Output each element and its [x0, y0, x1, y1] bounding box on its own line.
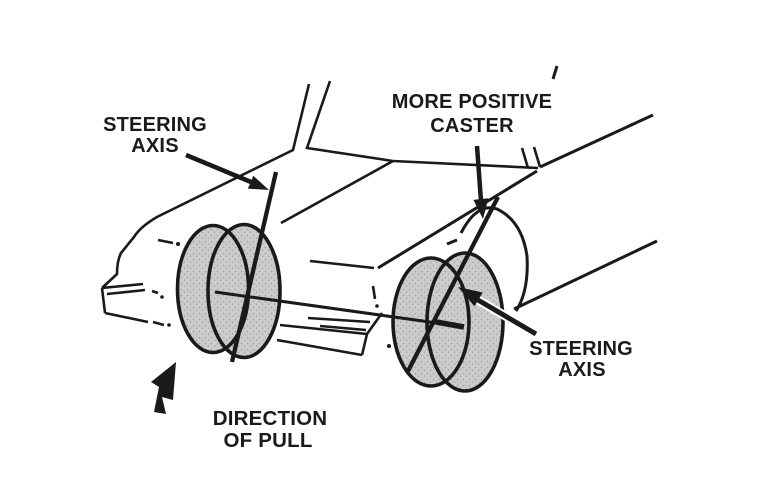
direction-of-pull-label-line1: DIRECTION [213, 407, 328, 430]
hood-edge-hidden-dash [371, 285, 377, 300]
hood-rear-diagonal [280, 159, 394, 225]
beltline-hidden-dot [176, 242, 180, 246]
rocker-hidden-dot [387, 344, 391, 348]
right-wheel-center-dash [435, 319, 465, 330]
rocker-box-bottom-edge [276, 338, 363, 357]
rocker-box-front-top-edge [279, 323, 368, 336]
steering-axis-left-label-line2: AXIS [131, 135, 178, 157]
right-steering-axis-line [405, 196, 500, 374]
bumper-top-inner-edge [106, 288, 146, 296]
rocker-box-inset-line-1 [307, 316, 371, 324]
apillar-cowl-line [305, 80, 539, 170]
left-front-tire [175, 222, 282, 360]
right-steering-axis-arrowhead-icon [458, 287, 483, 307]
rocker-box-inset-line-2 [319, 324, 367, 332]
body-midline [309, 259, 375, 270]
more-positive-caster-label-line2: CASTER [430, 115, 514, 137]
diagram-labels: STEERING AXIS MORE POSITIVE CASTER STEER… [103, 91, 633, 452]
hood-right-edge [377, 169, 538, 270]
left-apillar-fender-line [101, 83, 311, 289]
right-tire-tread-fill [427, 253, 503, 391]
bumper-hidden-dot-2 [167, 323, 171, 327]
right-fender-arch [446, 206, 529, 312]
rocker-box-end-cap [365, 312, 384, 335]
callout-arrows [151, 145, 539, 414]
left-steering-axis-arrowhead-icon [247, 175, 269, 190]
direction-of-pull-label-line2: OF PULL [223, 429, 312, 452]
right-wheel-arch-dash [446, 238, 458, 246]
right-apillar-stub-1 [520, 147, 530, 169]
left-steering-axis-arrow-shaft [185, 152, 252, 185]
bumper-hidden-dot-1 [160, 295, 164, 299]
right-apillar-stub-2 [532, 146, 542, 168]
bumper-left-edge [100, 287, 107, 314]
roofline-diagonal [539, 113, 654, 169]
left-tire-tread-outline [206, 222, 282, 360]
rocker-box-right-edge [360, 333, 369, 356]
direction-of-pull-arrow-icon [151, 362, 176, 414]
steering-axis-right-label-line2: AXIS [558, 359, 605, 381]
car-body-outline [100, 65, 658, 357]
right-steering-axis-arrow-shaft [476, 297, 538, 337]
bumper-top-edge [101, 282, 144, 290]
steering-axis-right-label-line1: STEERING [529, 338, 633, 360]
right-tire-sidewall-outline [391, 256, 471, 388]
lower-body-diagonal [513, 239, 658, 311]
more-positive-caster-label-line1: MORE POSITIVE [392, 91, 552, 113]
caster-arrowhead-icon [473, 198, 489, 219]
steering-axis-lines [229, 171, 500, 374]
left-steering-axis-line [229, 171, 279, 363]
left-tire-tread-fill [208, 224, 280, 358]
stray-tick-mark [551, 65, 559, 80]
wheel-center-reference-line [214, 290, 438, 325]
caster-arrow-shaft [474, 145, 484, 202]
bumper-hidden-dash-2 [152, 320, 165, 327]
bumper-bottom-edge [104, 311, 149, 324]
right-wheel-arch-curve [459, 206, 529, 312]
wheel-center-line [214, 290, 465, 330]
bumper-hidden-dash-1 [151, 289, 159, 295]
steering-axis-left-label-line1: STEERING [103, 114, 207, 136]
beltline-hidden-dash [157, 238, 174, 245]
hood-edge-hidden-dot [375, 304, 379, 308]
